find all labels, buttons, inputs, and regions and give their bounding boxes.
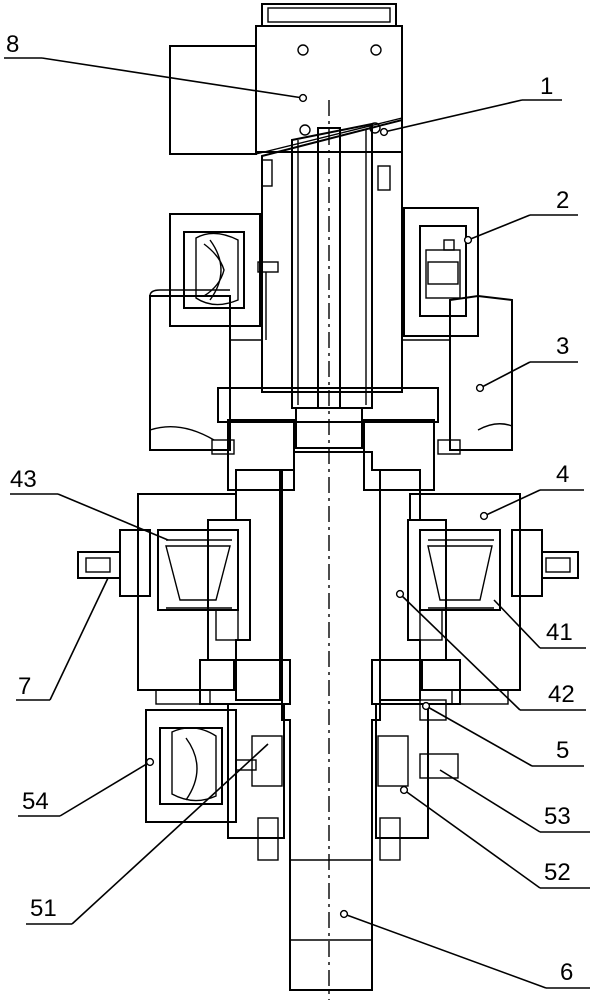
callout-8: 8 [4, 31, 306, 101]
right-bearing-cavity [420, 530, 500, 640]
label-54: 54 [22, 788, 49, 815]
middle-coupling [212, 388, 460, 490]
callout-4: 4 [481, 461, 584, 519]
label-6: 6 [560, 959, 573, 986]
top-housing [170, 4, 402, 154]
callout-41: 41 [494, 600, 586, 648]
right-upper-module [404, 208, 478, 336]
label-52: 52 [544, 859, 571, 886]
callout-5: 5 [423, 703, 584, 766]
label-2: 2 [556, 187, 569, 214]
callout-53: 53 [440, 770, 590, 832]
label-41: 41 [546, 619, 573, 646]
callout-43: 43 [10, 466, 168, 540]
callout-6: 6 [341, 911, 590, 988]
label-4: 4 [556, 461, 569, 488]
label-42: 42 [548, 681, 575, 708]
left-bearing-cavity [158, 530, 238, 640]
label-51: 51 [30, 895, 57, 922]
label-5: 5 [556, 737, 569, 764]
left-side-bolt [78, 530, 150, 596]
callout-2: 2 [465, 187, 578, 243]
label-53: 53 [544, 803, 571, 830]
callout-7: 7 [16, 578, 108, 700]
label-43: 43 [10, 466, 37, 493]
callout-54: 54 [18, 759, 153, 816]
label-8: 8 [6, 31, 19, 58]
right-side-bolt [512, 530, 578, 596]
lower-seal-assembly [228, 700, 458, 860]
label-1: 1 [540, 73, 553, 100]
lower-main-shaft [282, 452, 380, 990]
label-3: 3 [556, 333, 569, 360]
callout-1: 1 [381, 73, 562, 135]
callout-52: 52 [401, 787, 590, 888]
motor-body [150, 290, 512, 450]
label-7: 7 [18, 673, 31, 700]
callout-3: 3 [477, 333, 578, 391]
